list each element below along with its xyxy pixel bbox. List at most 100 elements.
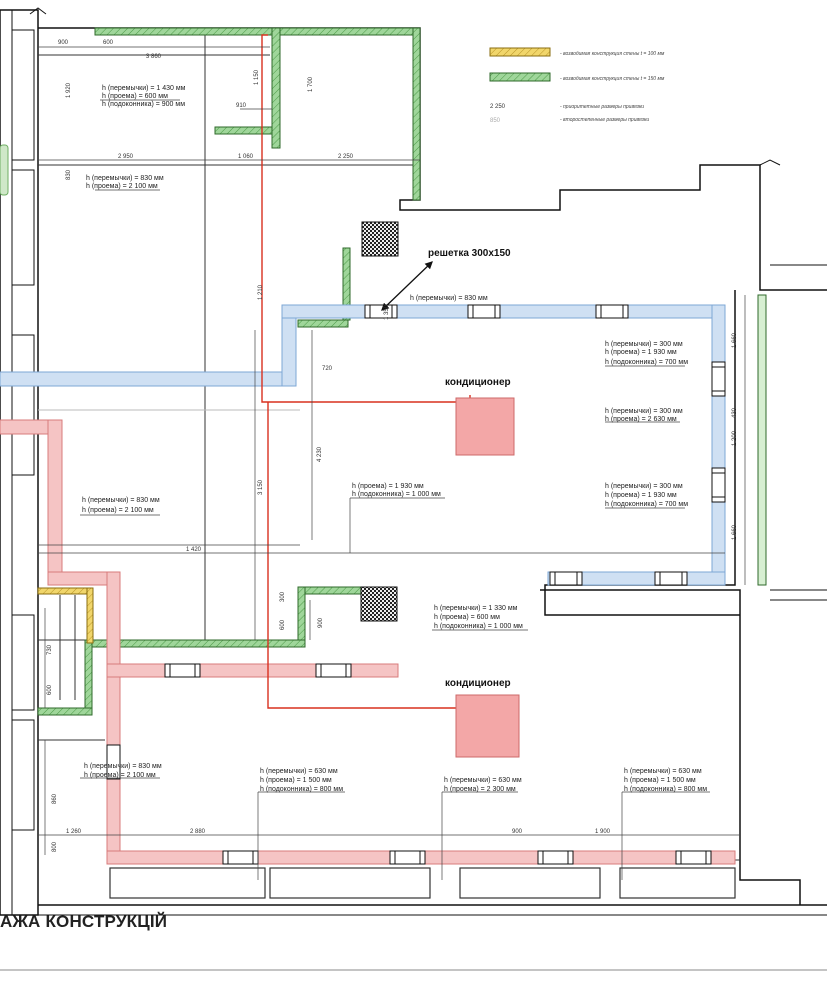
dim-900: 900 [58,40,69,46]
legend-value-3: 2 250 [490,104,506,110]
ac-unit-1 [455,397,515,456]
note-n4-2: h (подоконника) = 700 мм [605,359,688,366]
svg-text:h (проема) = 1 930 мм: h (проема) = 1 930 мм [352,483,424,490]
note-n13-2: h (подоконника) = 800 мм [624,786,707,793]
svg-text:h (проема) = 2 100 мм: h (проема) = 2 100 мм [86,183,158,190]
svg-text:h (проема) = 1 930 мм: h (проема) = 1 930 мм [605,349,677,356]
note-n3-0: h (перемычки) = 830 мм [410,295,488,302]
dim-1420: 1 420 [186,547,202,553]
dim-2950: 2 950 [118,154,134,160]
dim-830: 830 [66,169,72,180]
left-exterior-wall [0,9,39,916]
dim-600b: 600 [280,619,286,630]
arrow-icon [381,261,433,311]
svg-text:h (перемычки) = 1 430 мм: h (перемычки) = 1 430 мм [102,85,186,92]
note-n7-1: h (проема) = 1 930 мм [605,492,677,499]
dim-300: 300 [280,591,286,602]
dim-1210: 1 210 [258,284,264,300]
note-n9-1: h (проема) = 600 мм [434,614,500,621]
note-n13-1: h (проема) = 1 500 мм [624,777,696,784]
svg-text:h (перемычки) = 300 мм: h (перемычки) = 300 мм [605,341,683,348]
note-n11-2: h (подоконника) = 800 мм [260,786,343,793]
grille-label: решетка 300х150 [428,248,511,259]
note-n7-0: h (перемычки) = 300 мм [605,483,683,490]
svg-text:h (подоконника) = 900 мм: h (подоконника) = 900 мм [102,101,185,108]
ac-unit-2 [455,694,520,758]
note-n9-2: h (подоконника) = 1 000 мм [434,623,523,630]
svg-text:h (перемычки) = 630 мм: h (перемычки) = 630 мм [260,768,338,775]
dim-1200: 1 200 [732,430,738,446]
note-n6-1: h (подоконника) = 1 000 мм [352,491,441,498]
dim-1660: 1 660 [732,332,738,348]
dim-860: 860 [52,793,58,804]
dim-1920: 1 920 [66,82,72,98]
svg-text:h (подоконника) = 700 мм: h (подоконника) = 700 мм [605,359,688,366]
dim-730: 730 [47,644,53,655]
dim-1900: 1 900 [595,829,611,835]
svg-text:h (перемычки) = 630 мм: h (перемычки) = 630 мм [624,768,702,775]
svg-text:h (перемычки) = 830 мм: h (перемычки) = 830 мм [84,763,162,770]
svg-text:h (подоконника) = 700 мм: h (подоконника) = 700 мм [605,501,688,508]
note-n8-1: h (проема) = 2 100 мм [82,507,154,514]
dim-2880: 2 880 [190,829,206,835]
note-n4-1: h (проема) = 1 930 мм [605,349,677,356]
dim-800: 800 [52,841,58,852]
note-n4-0: h (перемычки) = 300 мм [605,341,683,348]
dim-600c: 600 [47,684,53,695]
dim-1660b: 1 660 [732,524,738,540]
dim-1700: 1 700 [308,76,314,92]
svg-text:h (перемычки) = 1 330 мм: h (перемычки) = 1 330 мм [434,605,518,612]
note-n12-1: h (проема) = 2 300 мм [444,786,516,793]
svg-text:h (проема) = 2 100 мм: h (проема) = 2 100 мм [84,772,156,779]
ac-label-1: кондиционер [445,377,511,388]
dim-4230: 4 230 [317,446,323,462]
note-n8-0: h (перемычки) = 830 мм [82,497,160,504]
yellow-hatch-swatch [489,47,551,57]
note-n5-1: h (проема) = 2 630 мм [605,416,677,423]
new-walls-100 [37,587,94,644]
dim-900c: 900 [512,829,523,835]
new-walls-150 [37,27,767,716]
note-n11-0: h (перемычки) = 630 мм [260,768,338,775]
note-n11-1: h (проема) = 1 500 мм [260,777,332,784]
ac-label-2: кондиционер [445,678,511,689]
svg-text:h (проема) = 2 630 мм: h (проема) = 2 630 мм [605,416,677,423]
svg-text:h (проема) = 1 500 мм: h (проема) = 1 500 мм [624,777,696,784]
legend-item-4: - второстепенные размеры привязки [560,117,649,123]
svg-text:h (перемычки) = 300 мм: h (перемычки) = 300 мм [605,408,683,415]
legend-item-1: - возводимая конструкция стены t = 100 м… [560,51,665,57]
dim-600: 600 [103,40,114,46]
svg-text:h (подоконника) = 1 000 мм: h (подоконника) = 1 000 мм [352,491,441,498]
svg-text:h (перемычки) = 830 мм: h (перемычки) = 830 мм [410,295,488,302]
svg-text:h (подоконника) = 1 000 мм: h (подоконника) = 1 000 мм [434,623,523,630]
note-n13-0: h (перемычки) = 630 мм [624,768,702,775]
return-grilles [106,663,712,865]
dimension-lines [38,46,746,880]
legend: - возводимая конструкция стены t = 100 м… [489,47,665,124]
dimension-values: 900 600 3 860 2 950 1 060 2 250 910 720 … [47,40,738,852]
dim-430: 430 [732,407,738,418]
note-n1-0: h (перемычки) = 1 430 мм [102,85,186,92]
legend-value-4: 850 [490,118,501,124]
legend-item-2: - возводимая конструкция стены t = 150 м… [560,76,665,82]
svg-text:h (проема) = 600 мм: h (проема) = 600 мм [102,93,168,100]
dim-1150: 1 150 [254,69,260,85]
note-n2-0: h (перемычки) = 830 мм [86,175,164,182]
note-n1-2: h (подоконника) = 900 мм [102,101,185,108]
svg-text:h (проема) = 600 мм: h (проема) = 600 мм [434,614,500,621]
legend-item-3: - приоритетные размеры привязки [560,104,644,110]
note-n10-0: h (перемычки) = 830 мм [84,763,162,770]
dim-1260: 1 260 [66,829,82,835]
note-n6-0: h (проема) = 1 930 мм [352,483,424,490]
sheet-title: АЖА КОНСТРУКЦІЙ [0,912,168,931]
svg-text:h (перемычки) = 830 мм: h (перемычки) = 830 мм [82,497,160,504]
note-n7-2: h (подоконника) = 700 мм [605,501,688,508]
note-n2-1: h (проема) = 2 100 мм [86,183,158,190]
svg-text:h (проема) = 2 300 мм: h (проема) = 2 300 мм [444,786,516,793]
dim-3150: 3 150 [258,479,264,495]
opening-notes: h (перемычки) = 1 430 мм h (проема) = 60… [82,85,707,793]
supply-diffusers [364,304,726,586]
note-n5-0: h (перемычки) = 300 мм [605,408,683,415]
dim-1350: 1 350 [384,304,390,320]
svg-text:h (перемычки) = 630 мм: h (перемычки) = 630 мм [444,777,522,784]
